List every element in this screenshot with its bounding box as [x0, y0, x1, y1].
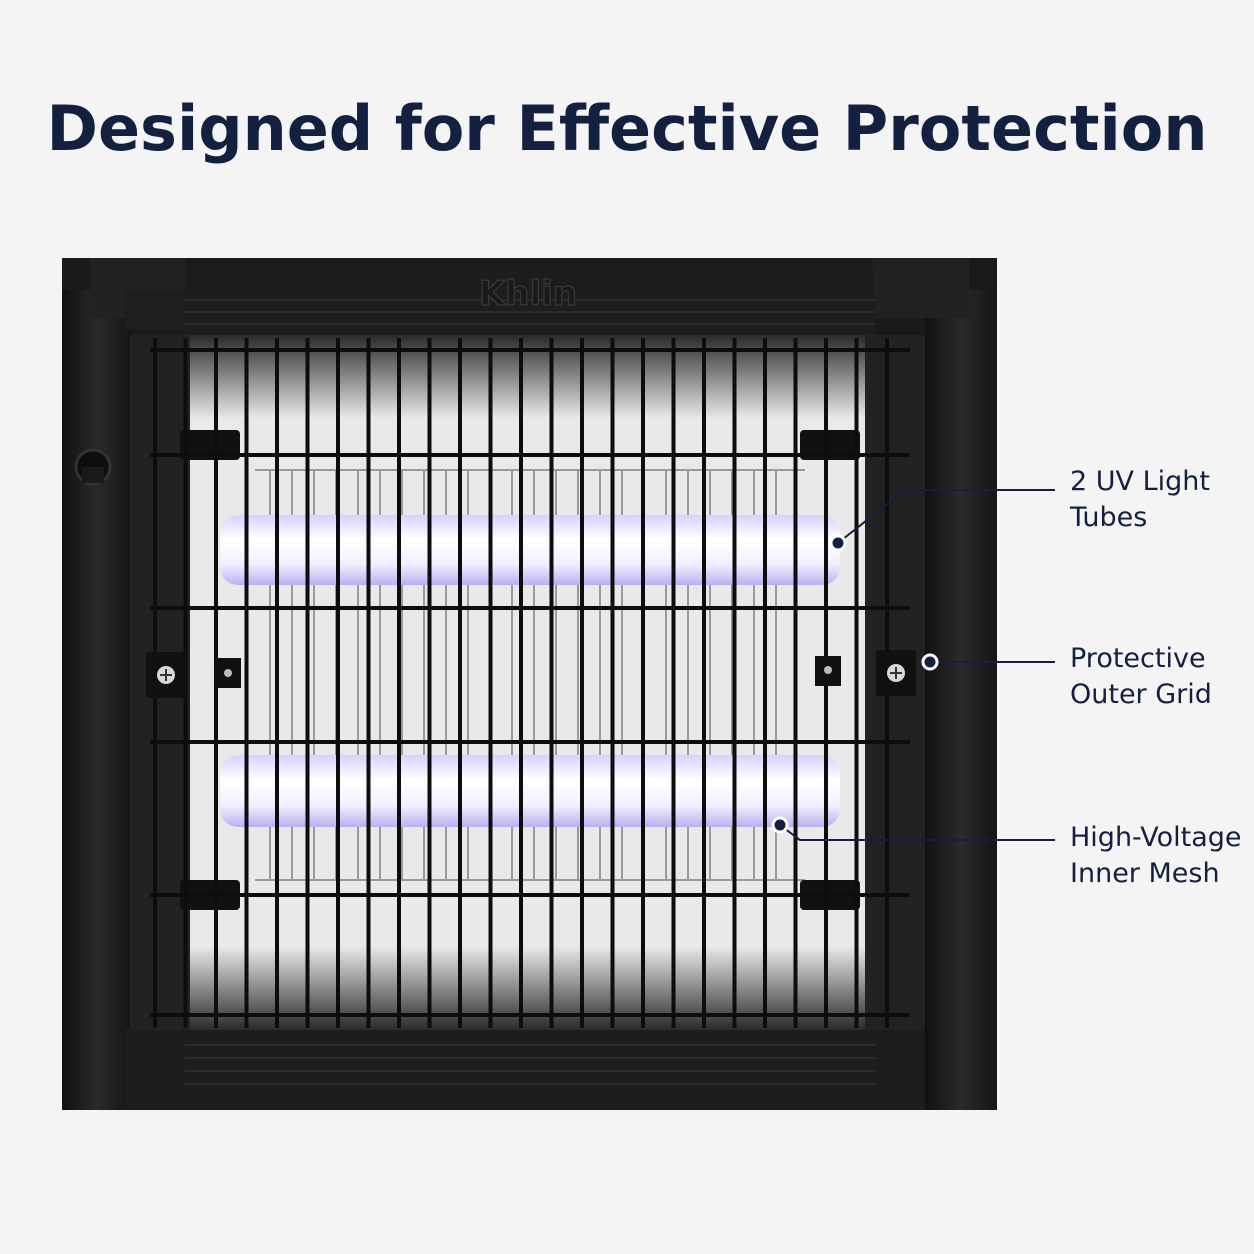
callout-uv-tubes-line2: Tubes: [1070, 502, 1148, 533]
uv-tube-bottom: [220, 755, 840, 827]
callout-dots: [771, 534, 939, 834]
brand-logo: Khlin: [479, 274, 577, 314]
callout-outer-grid: Protective Outer Grid: [1070, 641, 1250, 713]
callout-inner-mesh-line1: High-Voltage: [1070, 822, 1242, 853]
callout-uv-tubes: 2 UV Light Tubes: [1070, 464, 1250, 536]
callout-outer-grid-line2: Outer Grid: [1070, 679, 1212, 710]
right-side-rail: [925, 290, 997, 1110]
inner-chamber: [130, 335, 925, 1030]
callout-inner-mesh: High-Voltage Inner Mesh: [1070, 820, 1250, 892]
callout-uv-tubes-line1: 2 UV Light: [1070, 466, 1210, 497]
left-side-rail: [62, 290, 132, 1110]
side-clip-right: [815, 650, 916, 696]
outer-grid: [150, 338, 910, 1028]
bottom-bar: [125, 1028, 925, 1110]
page-title: Designed for Effective Protection: [46, 92, 1208, 165]
callout-outer-grid-line1: Protective: [1070, 643, 1206, 674]
uv-tube-top: [220, 515, 840, 585]
callout-inner-mesh-line2: Inner Mesh: [1070, 858, 1220, 889]
side-clip-left: [146, 652, 241, 698]
